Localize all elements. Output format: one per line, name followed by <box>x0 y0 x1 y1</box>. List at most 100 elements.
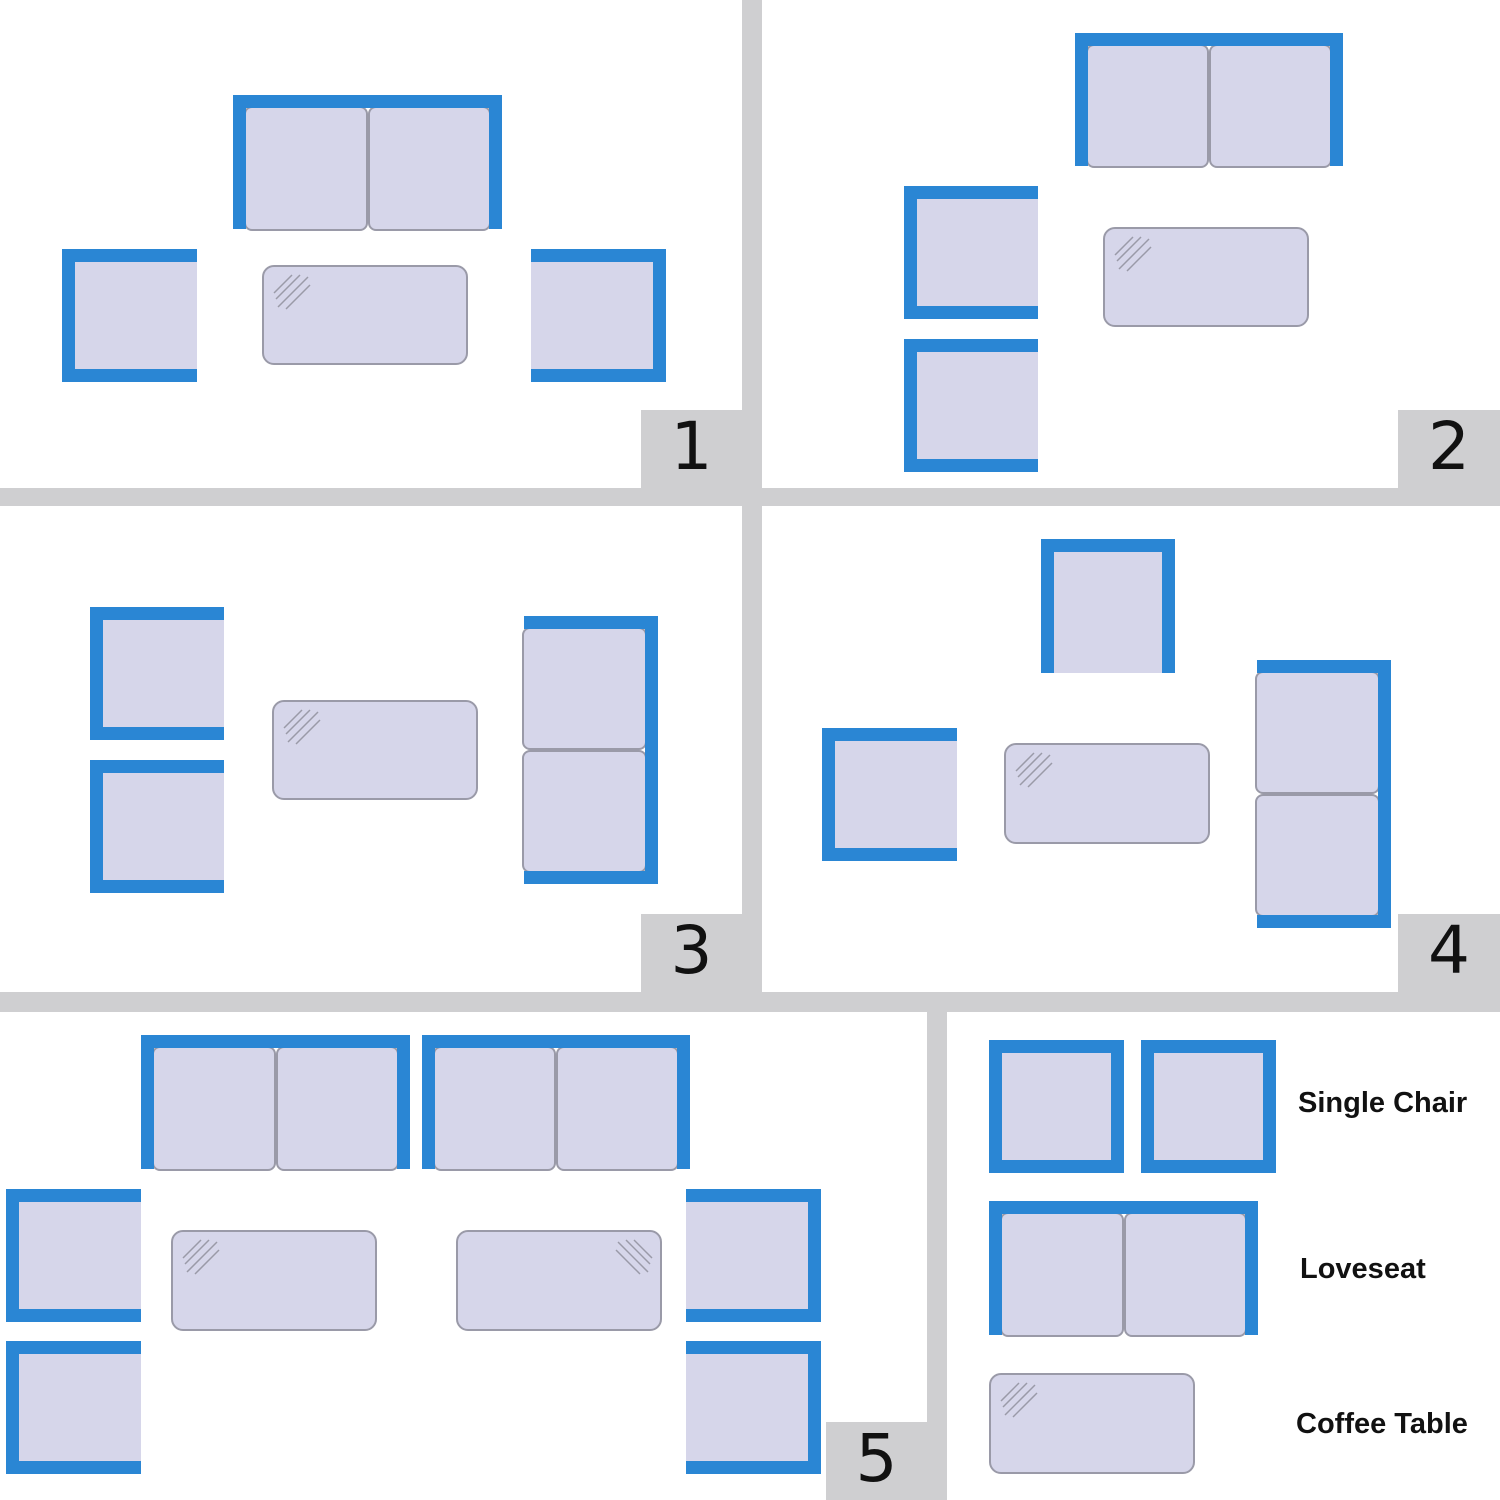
chair-backrest <box>904 459 1038 472</box>
glass-glare-icon <box>1114 236 1152 272</box>
loveseat-back <box>141 1035 410 1048</box>
loveseat-cushion <box>522 627 647 750</box>
chair-armrest <box>90 760 103 893</box>
chair-armrest <box>90 607 103 740</box>
loveseat-cushion <box>1123 1212 1247 1337</box>
single-chair <box>6 1189 141 1322</box>
single-chair <box>531 249 666 382</box>
coffee-table <box>989 1373 1195 1474</box>
glass-glare-icon <box>182 1239 220 1275</box>
loveseat-back <box>233 95 502 108</box>
loveseat-back <box>1075 33 1343 46</box>
chair-backrest <box>90 727 224 740</box>
chair-backrest <box>531 369 666 382</box>
single-chair <box>90 607 224 740</box>
chair-armrest <box>62 249 75 382</box>
glass-glare-icon <box>1000 1382 1038 1418</box>
loveseat-cushion <box>152 1046 276 1171</box>
loveseat-armrest <box>397 1035 410 1169</box>
loveseat-armrest <box>1245 1201 1258 1335</box>
loveseat-armrest <box>489 95 502 229</box>
loveseat-armrest <box>1330 33 1343 166</box>
glass-glare-icon <box>273 274 311 310</box>
chair-backrest <box>686 1309 821 1322</box>
chair-backrest <box>822 848 957 861</box>
loveseat-armrest <box>233 95 246 229</box>
layout-number-2: 2 <box>1398 410 1500 488</box>
chair-backrest <box>1141 1160 1276 1173</box>
chair-backrest <box>90 760 224 773</box>
single-chair <box>6 1341 141 1474</box>
chair-backrest <box>822 728 957 741</box>
loveseat-cushion <box>1255 671 1380 794</box>
single-chair <box>62 249 197 382</box>
single-chair <box>90 760 224 893</box>
chair-backrest <box>904 306 1038 319</box>
chair-armrest <box>904 339 917 472</box>
coffee-table <box>171 1230 377 1331</box>
loveseat-armrest <box>677 1035 690 1169</box>
loveseat-armrest <box>1257 660 1391 673</box>
loveseat-back <box>989 1201 1258 1214</box>
single-chair <box>686 1189 821 1322</box>
chair-backrest <box>6 1461 141 1474</box>
chair-armrest <box>653 249 666 382</box>
chair-armrest <box>1162 539 1175 673</box>
single-chair <box>1041 539 1175 673</box>
legend-label-loveseat: Loveseat <box>1300 1253 1426 1285</box>
chair-backrest <box>989 1160 1124 1173</box>
chair-backrest <box>686 1341 821 1354</box>
loveseat-cushion <box>522 750 647 873</box>
chair-backrest <box>6 1341 141 1354</box>
single-chair <box>822 728 957 861</box>
loveseat-back <box>1378 660 1391 928</box>
loveseat-armrest <box>989 1201 1002 1335</box>
chair-armrest <box>1263 1040 1276 1173</box>
chair-armrest <box>6 1189 19 1322</box>
chair-backrest <box>1041 539 1175 552</box>
single-chair <box>1141 1040 1276 1173</box>
chair-backrest <box>531 249 666 262</box>
chair-armrest <box>822 728 835 861</box>
chair-backrest <box>90 880 224 893</box>
layout-panel-1: 1 <box>0 0 742 488</box>
chair-armrest <box>1041 539 1054 673</box>
loveseat-cushion <box>1000 1212 1124 1337</box>
single-chair <box>989 1040 1124 1173</box>
loveseat-back <box>422 1035 690 1048</box>
chair-armrest <box>808 1189 821 1322</box>
layout-number-4: 4 <box>1398 914 1500 992</box>
legend-label-single-chair: Single Chair <box>1298 1087 1468 1119</box>
coffee-table <box>1004 743 1210 844</box>
loveseat-cushion <box>1209 44 1332 168</box>
loveseat-armrest <box>1257 915 1391 928</box>
coffee-table <box>456 1230 662 1331</box>
layout-number-5: 5 <box>826 1422 927 1500</box>
glass-glare-icon <box>1015 752 1053 788</box>
chair-backrest <box>1141 1040 1276 1053</box>
chair-armrest <box>989 1040 1002 1173</box>
layout-number-3: 3 <box>641 914 742 992</box>
chair-backrest <box>90 607 224 620</box>
single-chair <box>686 1341 821 1474</box>
loveseat-cushion <box>556 1046 679 1171</box>
chair-armrest <box>1141 1040 1154 1173</box>
chair-backrest <box>989 1040 1124 1053</box>
chair-armrest <box>808 1341 821 1474</box>
coffee-table <box>1103 227 1309 327</box>
loveseat-cushion <box>367 106 491 231</box>
chair-backrest <box>6 1189 141 1202</box>
glass-glare-icon <box>615 1239 653 1275</box>
loveseat-cushion <box>244 106 368 231</box>
chair-backrest <box>6 1309 141 1322</box>
loveseat-cushion <box>433 1046 556 1171</box>
chair-backrest <box>62 249 197 262</box>
layout-number-1: 1 <box>641 410 742 488</box>
chair-backrest <box>62 369 197 382</box>
loveseat-back <box>645 616 658 884</box>
chair-armrest <box>6 1341 19 1474</box>
glass-glare-icon <box>283 709 321 745</box>
coffee-table <box>262 265 468 365</box>
loveseat-armrest <box>141 1035 154 1169</box>
chair-armrest <box>904 186 917 319</box>
